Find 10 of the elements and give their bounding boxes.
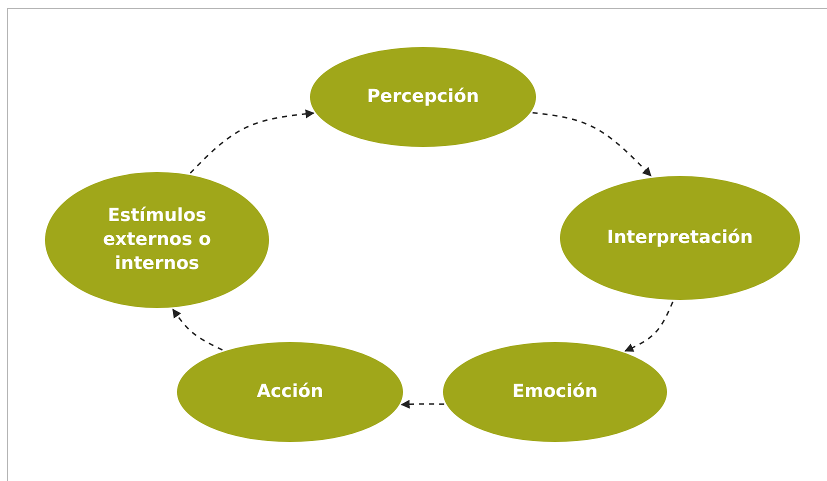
dashed-arrow: [532, 112, 652, 176]
dashed-arrow: [624, 302, 674, 352]
node-label: Emoción: [512, 380, 598, 404]
node-label: Percepción: [366, 84, 480, 109]
dashed-arrow: [400, 400, 444, 409]
dashed-arrow: [190, 109, 315, 174]
node-label: Acción: [256, 380, 324, 404]
node-label: Interpretación: [607, 226, 753, 250]
dashed-arrow: [172, 308, 223, 351]
node-label: Estímulos externos o internos: [102, 204, 212, 276]
